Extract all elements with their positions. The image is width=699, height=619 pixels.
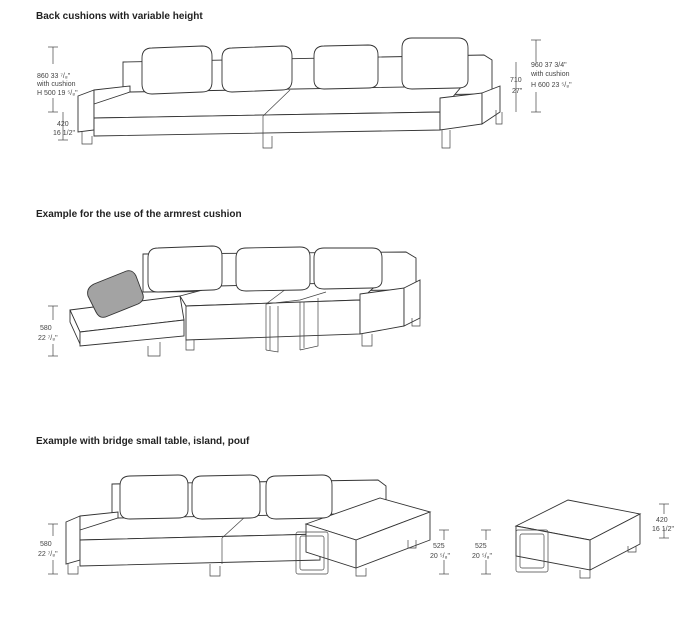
dim-d3-pouf-1: 525 bbox=[475, 543, 487, 550]
dim-d3-right-2: 16 1/2" bbox=[652, 526, 674, 533]
dim-d3-height-1: 580 bbox=[40, 541, 52, 548]
section-heading-armrest-cushion: Example for the use of the armrest cushi… bbox=[36, 209, 242, 220]
dim-d3-right-1: 420 bbox=[656, 517, 668, 524]
dimension-lines-3 bbox=[48, 503, 669, 575]
sofa-bridge-island-pouf bbox=[65, 474, 432, 577]
dim-d1-height-3: H 500 19 ⁵/₈" bbox=[37, 90, 78, 97]
dim-d1-right-4: with cushion bbox=[530, 71, 570, 78]
dimension-lines-2 bbox=[48, 305, 58, 357]
dim-d2-height-1: 580 bbox=[40, 325, 52, 332]
section-heading-back-cushions: Back cushions with variable height bbox=[36, 11, 203, 22]
dim-d3-pouf-2: 20 ⁵/₈" bbox=[472, 553, 492, 560]
dim-d1-right-3: 960 37 3/4" bbox=[531, 62, 567, 69]
dim-d3-island-2: 20 ⁵/₈" bbox=[430, 553, 450, 560]
dim-d1-height-1: 860 33 ⁷/₈" bbox=[37, 73, 71, 80]
dim-d1-seat-2: 16 1/2" bbox=[53, 130, 75, 137]
section-heading-bridge-table: Example with bridge small table, island,… bbox=[36, 436, 250, 447]
sofa-armrest-cushion bbox=[69, 245, 421, 357]
dim-d2-height-2: 22 ⁷/₈" bbox=[38, 335, 58, 342]
dim-d1-right-5: H 600 23 ⁵/₈" bbox=[531, 82, 572, 89]
dim-d1-right-2: 27" bbox=[512, 88, 523, 95]
dim-d1-seat-1: 420 bbox=[57, 121, 69, 128]
dimension-lines-1 bbox=[48, 39, 541, 141]
pouf bbox=[514, 499, 642, 579]
dim-d3-island-1: 525 bbox=[433, 543, 445, 550]
dim-d1-right-1: 710 bbox=[510, 77, 522, 84]
dim-d1-height-2: with cushion bbox=[36, 81, 76, 88]
sofa-variable-cushions bbox=[77, 37, 503, 149]
dim-d3-height-2: 22 ⁷/₈" bbox=[38, 551, 58, 558]
